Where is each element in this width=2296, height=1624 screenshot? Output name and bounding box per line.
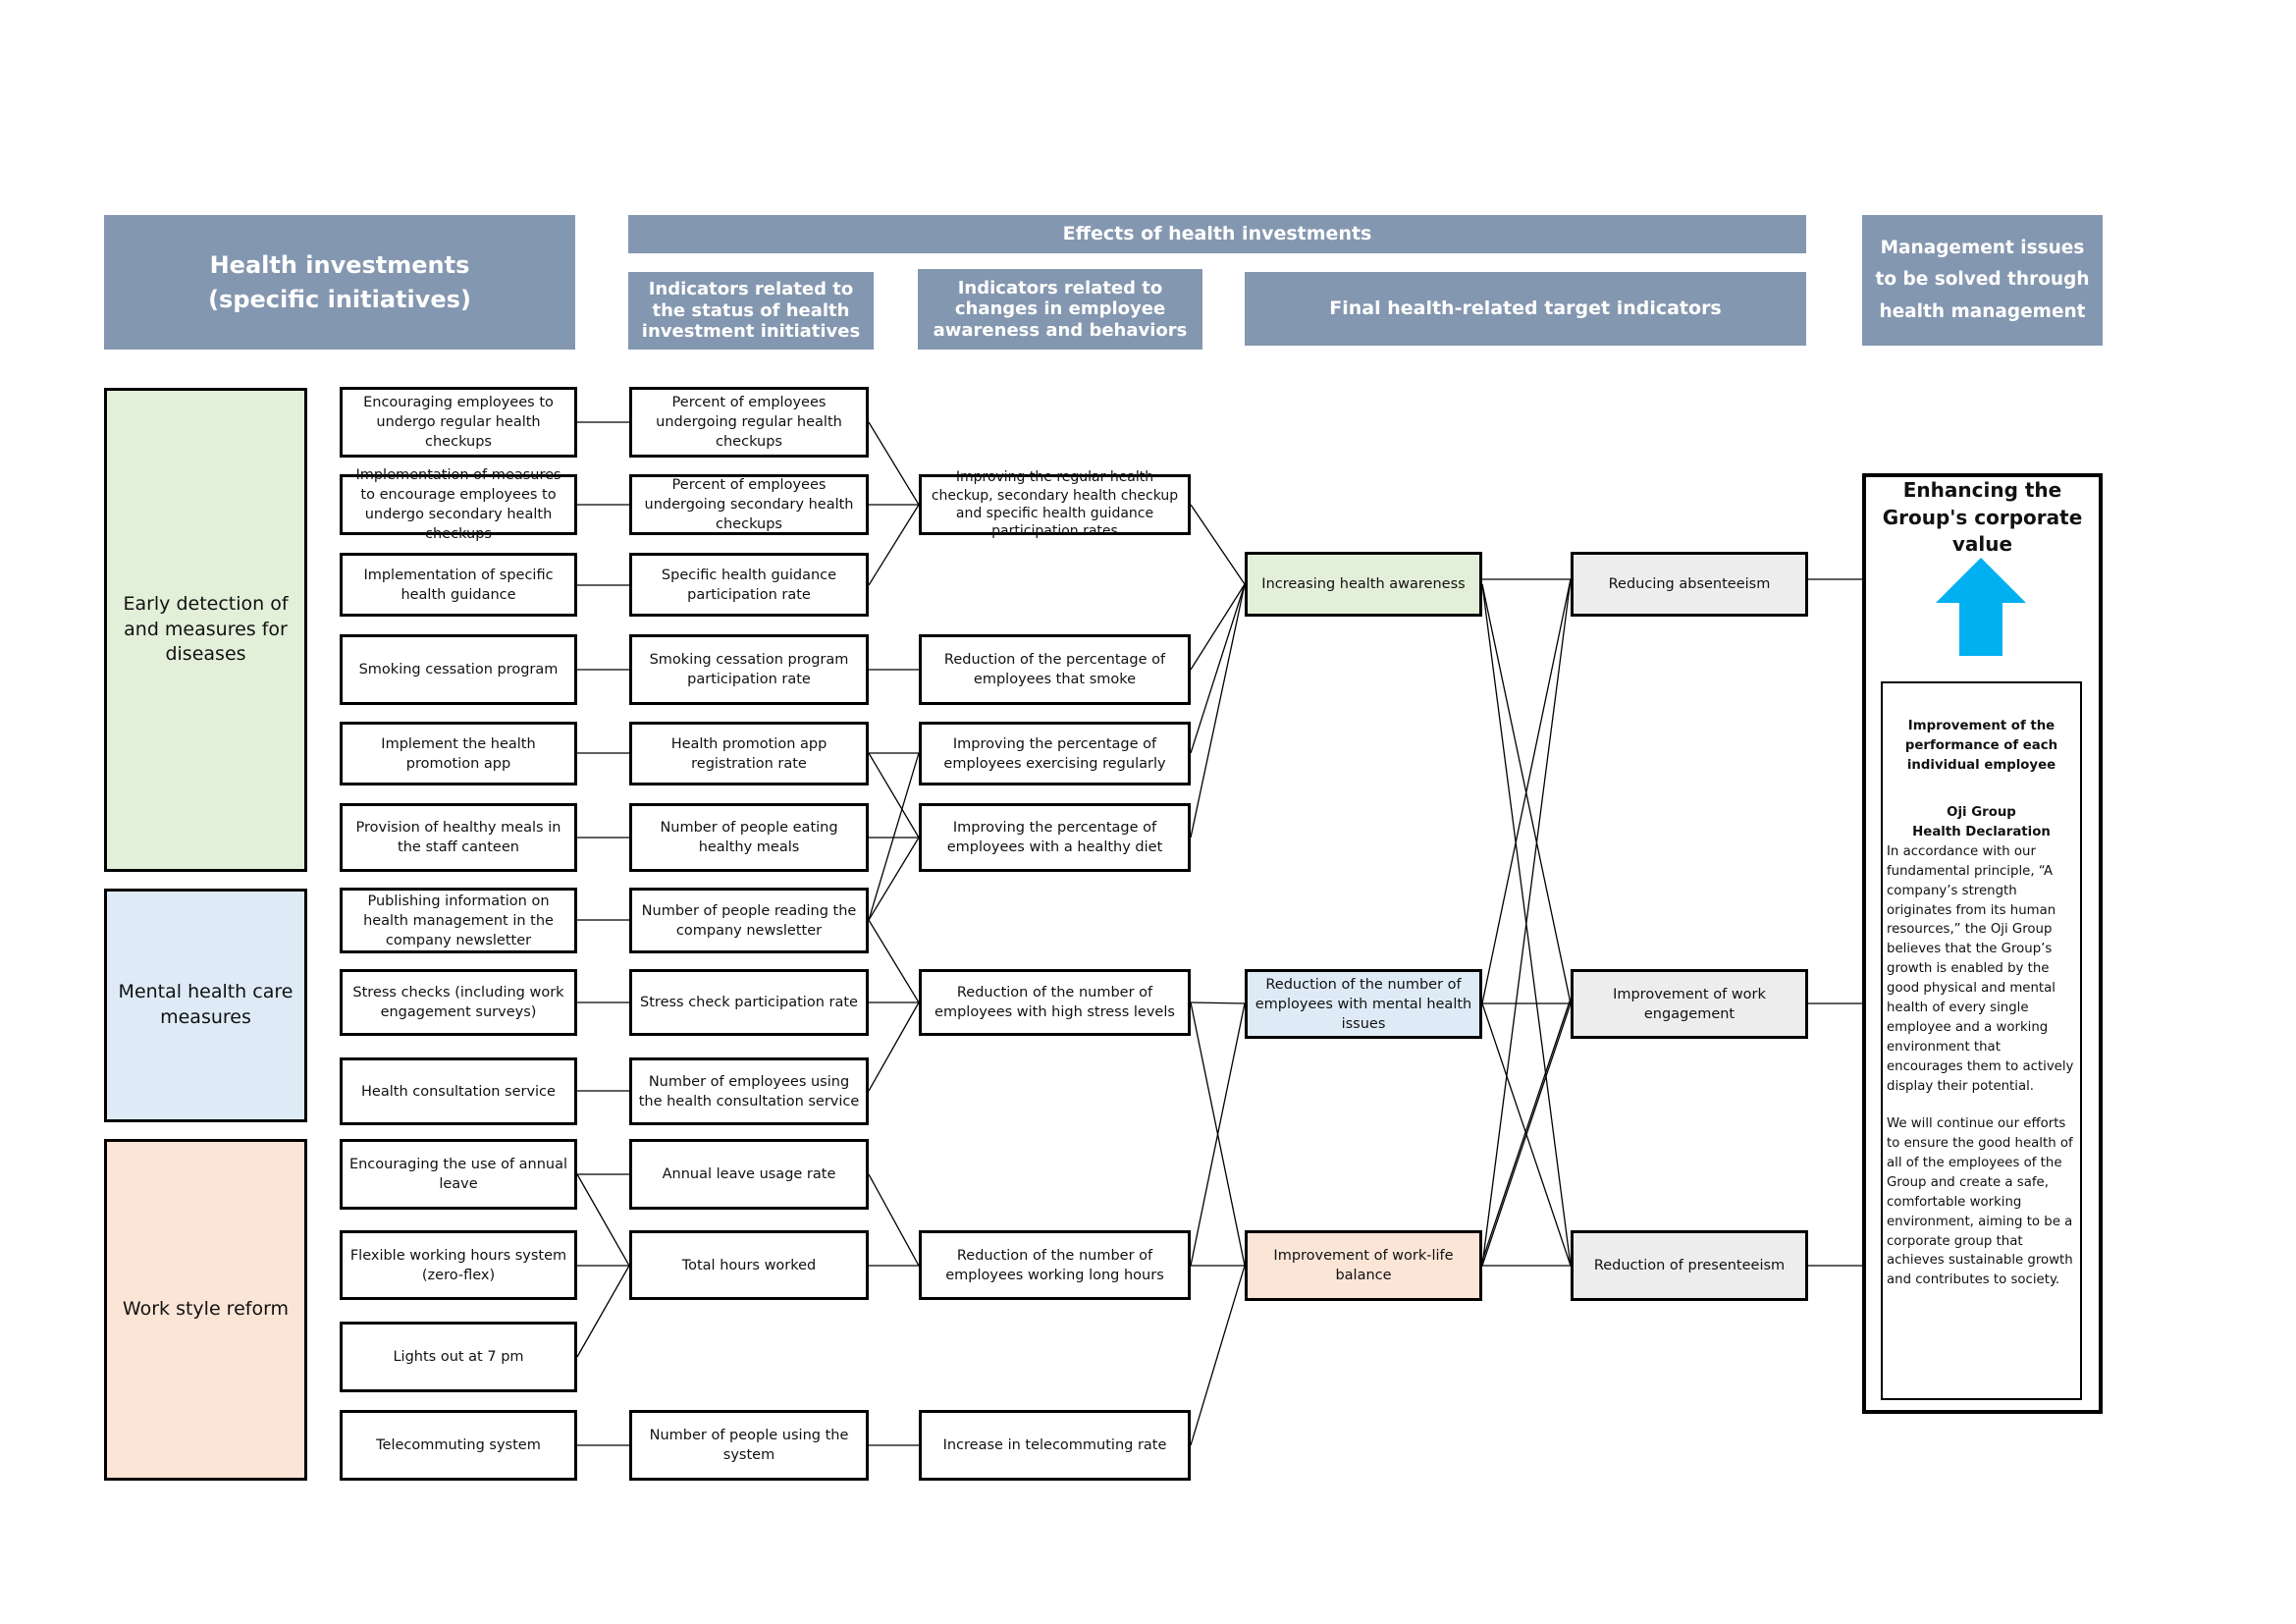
header-health-investments: Health investments (specific initiatives…: [104, 215, 575, 350]
header-effects: Effects of health investments: [628, 215, 1806, 253]
final-health-awareness: Increasing health awareness: [1245, 552, 1482, 617]
connector-line: [868, 919, 920, 1003]
connector-line: [1481, 998, 1572, 1262]
header-awareness-indicators: Indicators related to changes in employe…: [918, 269, 1202, 350]
connector-line: [1481, 1002, 1572, 1267]
connector-line: [868, 752, 920, 839]
awareness-stress-levels: Reduction of the number of employees wit…: [919, 969, 1191, 1036]
issue-work-engagement: Improvement of work engagement: [1571, 969, 1808, 1039]
declaration-paragraph-1: In accordance with our fundamental princ…: [1887, 843, 2074, 1094]
issue-presenteeism: Reduction of presenteeism: [1571, 1230, 1808, 1301]
connector-line: [868, 421, 920, 506]
connector-line: [1190, 504, 1246, 585]
status-secondary-checkups: Percent of employees undergoing secondar…: [629, 474, 869, 535]
initiative-telecommuting: Telecommuting system: [340, 1410, 577, 1481]
initiative-regular-checkups: Encouraging employees to undergo regular…: [340, 387, 577, 458]
connector-line: [576, 1265, 630, 1358]
category-mental-health: Mental health care measures: [104, 889, 307, 1122]
health-declaration: Improvement of the performance of each i…: [1881, 681, 2082, 1400]
connector-line: [1190, 583, 1246, 839]
status-guidance-participation: Specific health guidance participation r…: [629, 553, 869, 617]
awareness-telecommuting-rate: Increase in telecommuting rate: [919, 1410, 1191, 1481]
connector-line: [868, 837, 920, 921]
awareness-smokers: Reduction of the percentage of employees…: [919, 634, 1191, 705]
initiative-flexible-hours: Flexible working hours system (zero-flex…: [340, 1230, 577, 1300]
status-app-registration: Health promotion app registration rate: [629, 722, 869, 785]
connector-line: [576, 1173, 630, 1267]
status-consultation-users: Number of employees using the health con…: [629, 1057, 869, 1125]
connector-line: [1481, 578, 1572, 1267]
connector-line: [1190, 1265, 1246, 1446]
connector-line: [868, 1001, 920, 1092]
improvement-text: Improvement of the performance of each i…: [1904, 719, 2058, 773]
category-early-detection: Early detection of and measures for dise…: [104, 388, 307, 872]
initiative-secondary-checkups: Implementation of measures to encourage …: [340, 467, 577, 542]
connector-line: [1190, 583, 1246, 671]
awareness-diet: Improving the percentage of employees wi…: [919, 803, 1191, 872]
awareness-exercise: Improving the percentage of employees ex…: [919, 722, 1191, 785]
status-newsletter-readers: Number of people reading the company new…: [629, 888, 869, 953]
status-total-hours: Total hours worked: [629, 1230, 869, 1300]
declaration-paragraph-2: We will continue our efforts to ensure t…: [1887, 1115, 2073, 1288]
initiative-newsletter: Publishing information on health managem…: [340, 888, 577, 953]
connector-line: [1190, 583, 1246, 754]
corporate-value-panel: Enhancing the Group's corporate value Im…: [1862, 473, 2103, 1414]
initiative-health-app: Implement the health promotion app: [340, 722, 577, 785]
connector-line: [868, 504, 920, 586]
initiative-healthy-meals: Provision of healthy meals in the staff …: [340, 803, 577, 872]
status-system-users: Number of people using the system: [629, 1410, 869, 1481]
status-healthy-meals: Number of people eating healthy meals: [629, 803, 869, 872]
status-stress-check-participation: Stress check participation rate: [629, 969, 869, 1036]
connector-line: [1481, 578, 1572, 1004]
issue-absenteeism: Reducing absenteeism: [1571, 552, 1808, 617]
declaration-title: Oji Group Health Declaration: [1912, 804, 2051, 839]
connector-line: [868, 1173, 920, 1267]
category-work-style: Work style reform: [104, 1139, 307, 1481]
initiative-stress-checks: Stress checks (including work engagement…: [340, 969, 577, 1036]
awareness-checkup-rates: Improving the regular health checkup, se…: [919, 469, 1191, 539]
awareness-long-hours: Reduction of the number of employees wor…: [919, 1230, 1191, 1300]
connector-line: [1190, 1001, 1246, 1004]
initiative-specific-guidance: Implementation of specific health guidan…: [340, 553, 577, 617]
status-annual-leave-usage: Annual leave usage rate: [629, 1139, 869, 1210]
status-regular-checkups: Percent of employees undergoing regular …: [629, 387, 869, 458]
corporate-value-title: Enhancing the Group's corporate value: [1882, 478, 2083, 557]
initiative-annual-leave: Encouraging the use of annual leave: [340, 1139, 577, 1210]
initiative-consultation: Health consultation service: [340, 1057, 577, 1125]
initiative-lights-out: Lights out at 7 pm: [340, 1322, 577, 1392]
header-final-indicators: Final health-related target indicators: [1245, 272, 1806, 346]
connector-line: [1190, 1002, 1246, 1267]
header-management-issues: Management issues to be solved through h…: [1862, 215, 2103, 346]
initiative-smoking-cessation: Smoking cessation program: [340, 634, 577, 705]
final-mental-health: Reduction of the number of employees wit…: [1245, 969, 1482, 1039]
connector-line: [868, 752, 920, 921]
up-arrow-icon: [1936, 558, 2026, 656]
status-smoking-participation: Smoking cessation program participation …: [629, 634, 869, 705]
header-status-indicators: Indicators related to the status of heal…: [628, 272, 874, 350]
final-work-life-balance: Improvement of work-life balance: [1245, 1230, 1482, 1301]
